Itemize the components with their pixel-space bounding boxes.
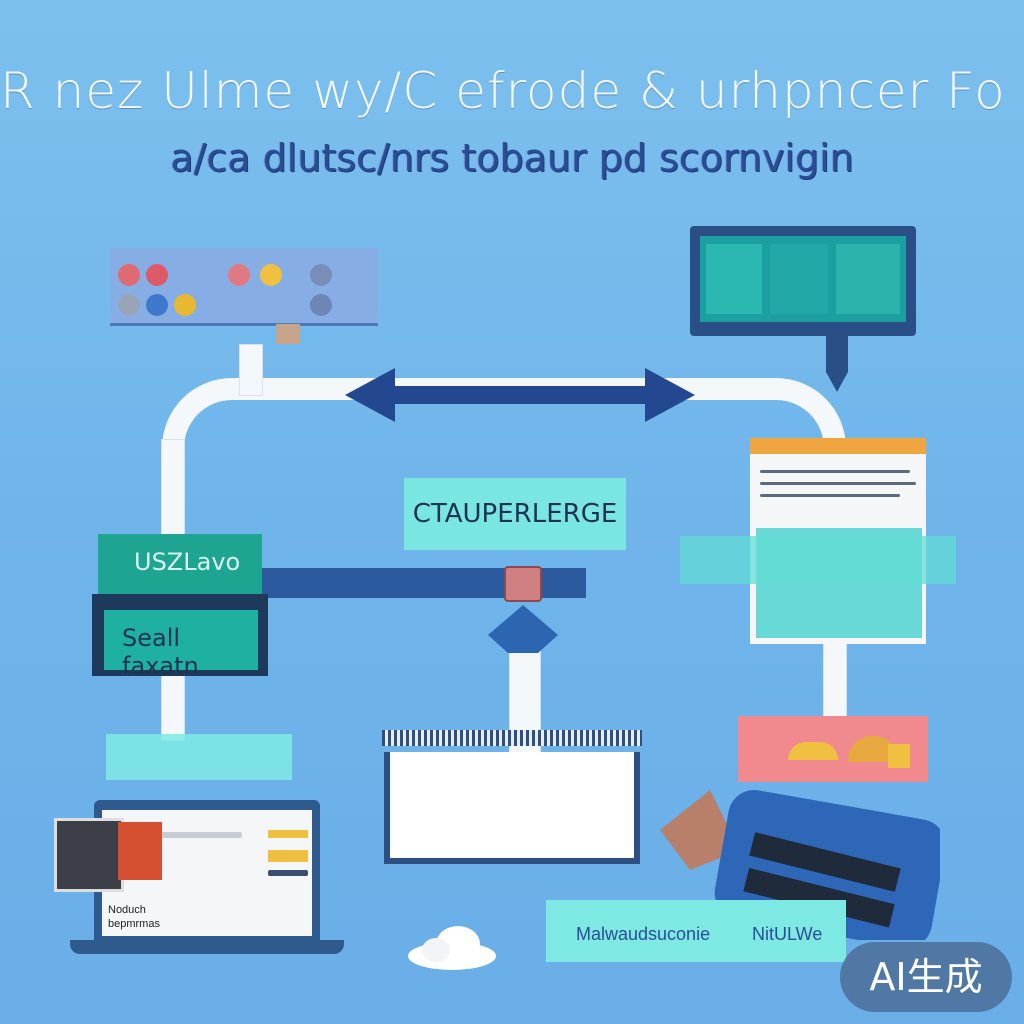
left-bottom-card: Seall faxatn xyxy=(92,594,268,680)
monitor-icon xyxy=(690,226,916,336)
photo-thumbnail xyxy=(54,818,124,892)
center-label: CTAUPERLERGE xyxy=(412,499,618,529)
center-box-edge xyxy=(382,730,642,746)
left-strip xyxy=(106,734,292,780)
left-bottom-label: Seall faxatn xyxy=(122,624,199,680)
palette-panel xyxy=(110,248,378,344)
funnel-icon xyxy=(488,605,558,653)
pink-card xyxy=(738,716,928,782)
connector-node xyxy=(504,566,542,602)
color-swatch xyxy=(118,294,140,316)
left-top-label: USZLavo xyxy=(134,548,241,576)
color-swatch xyxy=(228,264,250,286)
bottom-label-band: Malwaudsuconie NitULWe xyxy=(546,900,846,962)
color-swatch xyxy=(310,264,332,286)
laptop-caption-2: bepmrmas xyxy=(108,918,160,930)
diagram-title: R nez Ulme wy/C efrode & urhpncer Fo E xyxy=(0,62,1024,120)
color-swatch xyxy=(118,264,140,286)
image-thumbnail xyxy=(118,822,162,880)
ai-generated-badge: AI生成 xyxy=(840,942,1012,1012)
diagram-subtitle: a/ca dlutsc/nrs tobaur pd scornvigin xyxy=(170,136,854,180)
center-label-card: CTAUPERLERGE xyxy=(404,478,626,550)
monitor-pointer xyxy=(826,336,848,392)
left-top-card: USZLavo xyxy=(98,534,262,594)
color-swatch xyxy=(146,294,168,316)
wave-band xyxy=(680,536,956,584)
bottom-label-a: Malwaudsuconie xyxy=(576,924,711,944)
color-swatch xyxy=(310,294,332,316)
color-swatch xyxy=(146,264,168,286)
swatch-block xyxy=(276,324,300,344)
laptop-caption-1: Noduch xyxy=(108,904,146,916)
monitor-screen xyxy=(700,236,906,322)
bottom-label-b: NitULWe xyxy=(752,924,823,944)
center-white-box xyxy=(384,752,640,864)
arrow-double-icon xyxy=(345,368,695,422)
color-swatch xyxy=(174,294,196,316)
color-swatch xyxy=(260,264,282,286)
laptop-base xyxy=(70,940,344,954)
cloud-icon xyxy=(408,926,496,970)
